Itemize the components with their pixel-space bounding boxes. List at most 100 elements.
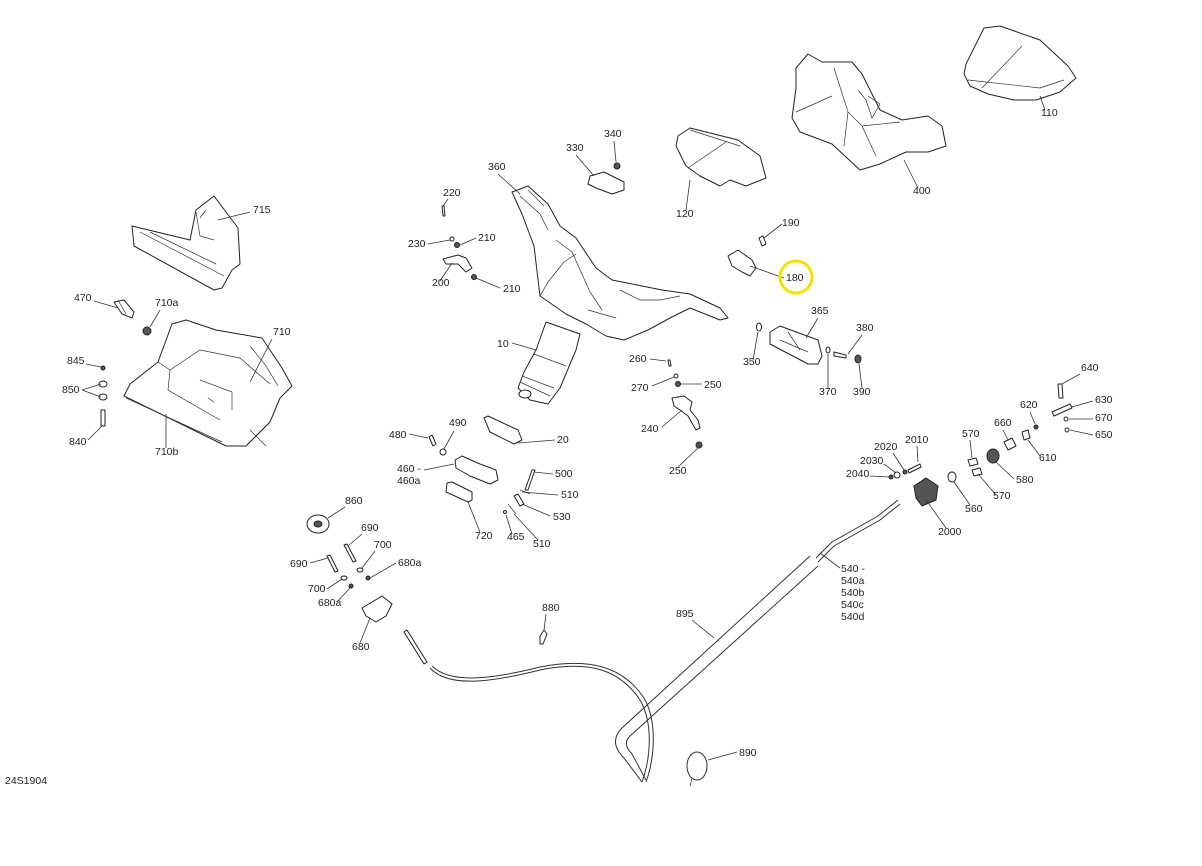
part-220-screw[interactable] (441, 205, 446, 217)
part-label-2000[interactable]: 2000 (938, 526, 962, 538)
part-label-350[interactable]: 350 (743, 356, 761, 368)
part-label-230[interactable]: 230 (408, 238, 426, 250)
part-680a-nut-2[interactable] (348, 583, 354, 589)
part-630-link[interactable] (1051, 403, 1073, 417)
part-460-switch-housing[interactable] (454, 455, 499, 485)
part-700-washer-2[interactable] (340, 575, 348, 581)
part-710-housing[interactable] (123, 319, 293, 447)
part-840-bolt[interactable] (100, 409, 106, 427)
part-label-540c[interactable]: 540c (841, 599, 864, 611)
part-845-nut[interactable] (100, 365, 106, 371)
part-490-washer[interactable] (439, 448, 447, 456)
part-640-bolt[interactable] (1057, 383, 1064, 399)
part-label-370[interactable]: 370 (819, 386, 837, 398)
part-210-nut-1[interactable] (454, 242, 460, 248)
part-label-380[interactable]: 380 (856, 322, 874, 334)
part-465-ball[interactable] (503, 510, 507, 514)
part-895-sleeve[interactable] (615, 555, 819, 783)
part-label-620[interactable]: 620 (1020, 399, 1038, 411)
part-label-340[interactable]: 340 (604, 128, 622, 140)
part-label-570b[interactable]: 570 (993, 490, 1011, 502)
part-label-715[interactable]: 715 (253, 204, 271, 216)
part-label-200[interactable]: 200 (432, 277, 450, 289)
part-label-530[interactable]: 530 (553, 511, 571, 523)
part-label-540[interactable]: 540 - (841, 563, 865, 575)
part-label-470[interactable]: 470 (74, 292, 92, 304)
part-540-cable[interactable] (815, 499, 901, 563)
part-label-840[interactable]: 840 (69, 436, 87, 448)
part-370-washer[interactable] (825, 346, 831, 354)
part-label-570a[interactable]: 570 (962, 428, 980, 440)
part-label-580[interactable]: 580 (1016, 474, 1034, 486)
part-250-nut-2[interactable] (695, 441, 703, 449)
part-label-690b[interactable]: 690 (290, 558, 308, 570)
part-label-120[interactable]: 120 (676, 208, 694, 220)
part-label-500[interactable]: 500 (555, 468, 573, 480)
part-label-250b[interactable]: 250 (669, 465, 687, 477)
part-label-890[interactable]: 890 (739, 747, 757, 759)
part-label-660[interactable]: 660 (994, 417, 1012, 429)
part-label-710[interactable]: 710 (273, 326, 291, 338)
part-label-690a[interactable]: 690 (361, 522, 379, 534)
part-label-895[interactable]: 895 (676, 608, 694, 620)
part-660-spring[interactable] (1003, 437, 1017, 451)
part-270-washer[interactable] (673, 373, 679, 379)
part-label-680a1[interactable]: 680a (398, 557, 422, 569)
part-850-washer-2[interactable] (98, 393, 108, 401)
part-label-650[interactable]: 650 (1095, 429, 1113, 441)
part-2000-housing[interactable] (913, 477, 939, 507)
part-2020-nut[interactable] (902, 469, 908, 475)
part-715-bracket[interactable] (131, 195, 241, 291)
part-label-330[interactable]: 330 (566, 142, 584, 154)
part-label-680[interactable]: 680 (352, 641, 370, 653)
part-label-2030[interactable]: 2030 (860, 455, 884, 467)
part-label-2010[interactable]: 2010 (905, 434, 929, 446)
part-350-ring[interactable] (756, 322, 762, 332)
part-2040-nut[interactable] (888, 474, 894, 480)
part-label-240[interactable]: 240 (641, 423, 659, 435)
part-label-860[interactable]: 860 (345, 495, 363, 507)
part-label-2020[interactable]: 2020 (874, 441, 898, 453)
part-label-10[interactable]: 10 (497, 338, 509, 350)
part-label-540a[interactable]: 540a (841, 575, 865, 587)
part-label-510a[interactable]: 510 (561, 489, 579, 501)
part-label-400[interactable]: 400 (913, 185, 931, 197)
part-label-460a[interactable]: 460a (397, 475, 421, 487)
part-label-180[interactable]: 180 (786, 272, 804, 284)
part-label-210a[interactable]: 210 (478, 232, 496, 244)
part-560-ring[interactable] (947, 471, 957, 483)
part-label-460[interactable]: 460 - (397, 463, 421, 475)
part-label-640[interactable]: 640 (1081, 362, 1099, 374)
part-620-screw[interactable] (1033, 424, 1039, 430)
part-670-washer[interactable] (1063, 416, 1069, 422)
part-690-bolt-1[interactable] (343, 543, 357, 563)
part-530-plunger[interactable] (513, 493, 525, 507)
part-510-pin-2[interactable] (507, 503, 517, 515)
part-360-handlebar-frame[interactable] (511, 185, 729, 341)
part-650-washer[interactable] (1064, 427, 1070, 433)
part-340-nut[interactable] (613, 162, 621, 170)
part-label-700a[interactable]: 700 (374, 539, 392, 551)
part-880-clip[interactable] (539, 629, 548, 645)
part-label-260[interactable]: 260 (629, 353, 647, 365)
part-label-540d[interactable]: 540d (841, 611, 865, 623)
part-260-screw[interactable] (667, 359, 672, 367)
part-330-cover[interactable] (587, 171, 625, 195)
part-label-110[interactable]: 110 (1041, 107, 1058, 119)
part-200-lever[interactable] (442, 254, 473, 273)
part-850-washer-1[interactable] (98, 380, 108, 388)
part-label-560[interactable]: 560 (965, 503, 983, 515)
part-label-720[interactable]: 720 (475, 530, 493, 542)
part-890-cable-tie[interactable] (686, 751, 708, 787)
part-690-bolt-2[interactable] (326, 554, 339, 573)
part-label-845[interactable]: 845 (67, 355, 85, 367)
part-label-270[interactable]: 270 (631, 382, 649, 394)
part-720-clamp[interactable] (445, 481, 473, 503)
part-label-220[interactable]: 220 (443, 187, 461, 199)
part-label-190[interactable]: 190 (782, 217, 800, 229)
part-570-half-2[interactable] (971, 467, 983, 477)
part-680a-nut-1[interactable] (365, 575, 371, 581)
part-390-plug[interactable] (854, 354, 862, 364)
part-210-nut-2[interactable] (471, 274, 477, 280)
part-2010-screw[interactable] (907, 463, 922, 474)
